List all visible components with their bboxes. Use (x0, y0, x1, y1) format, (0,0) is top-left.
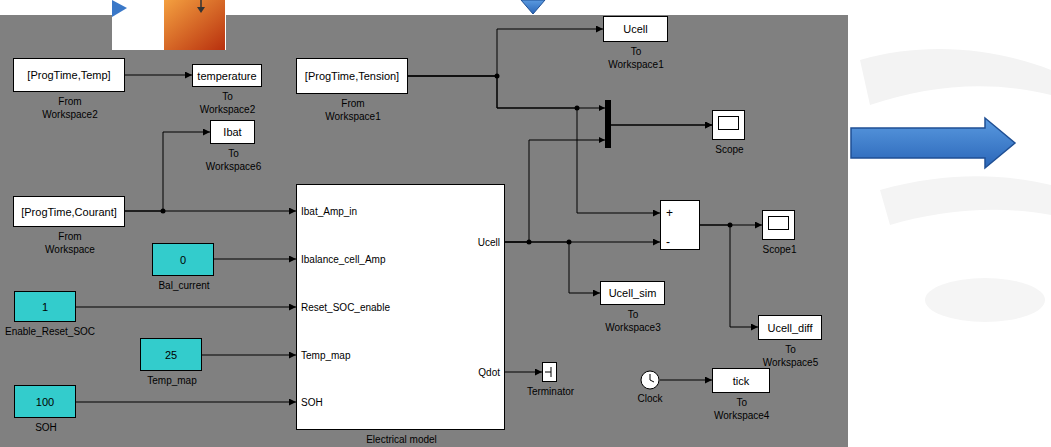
from-workspace-block: [ProgTime,Temp]From Workspace2 (13, 58, 125, 92)
block-label: Terminator (527, 385, 574, 398)
to-workspace-block: temperatureTo Workspace2 (192, 64, 262, 87)
signal-wire (505, 242, 660, 243)
scope-block: Scope (712, 110, 745, 140)
car-watermark (860, 49, 1051, 105)
block-value: 100 (36, 395, 54, 408)
block-label: Electrical model (366, 433, 437, 446)
port-label: Temp_map (301, 349, 350, 362)
signal-wire (76, 402, 296, 403)
signal-wire (505, 242, 600, 293)
scope-screen (718, 116, 739, 130)
from-workspace-block: [ProgTime,Courant]From Workspace (13, 196, 125, 227)
car-watermark (880, 176, 1051, 225)
block-value: Ucell_sim (609, 287, 657, 300)
to-workspace-block: Ucell_diffTo Workspace5 (758, 315, 822, 340)
right-arrow (851, 118, 1015, 168)
orange-icon (164, 0, 225, 50)
constant-block: 100SOH (14, 385, 76, 418)
constant-block: 1Enable_Reset_SOC (14, 291, 76, 322)
signal-wire (660, 380, 712, 381)
signal-wire (76, 307, 296, 308)
block-label: To Workspace3 (602, 308, 664, 334)
block-label: Enable_Reset_SOC (5, 325, 95, 338)
block-label: From Workspace1 (320, 97, 386, 123)
terminator-symbol (543, 363, 556, 381)
block-value: 0 (180, 253, 186, 266)
signal-wire (700, 225, 758, 327)
block-label: Scope1 (763, 243, 797, 256)
block-value: Ibat (223, 126, 241, 139)
subsystem-block: Ibat_Amp_inIbalance_cell_AmpReset_SOC_en… (296, 184, 505, 430)
block-value: [ProgTime,Tension] (305, 70, 399, 83)
signal-wire (125, 75, 192, 76)
block-label: Scope (715, 143, 743, 156)
block-value: [ProgTime,Courant] (21, 205, 117, 218)
car-watermark (925, 278, 1045, 322)
block-label: To Workspace1 (605, 45, 667, 71)
block-label: From Workspace (37, 230, 103, 256)
signal-wire (408, 76, 712, 125)
model-canvas (0, 15, 848, 447)
block-value: 25 (165, 348, 177, 361)
signal-wire (408, 29, 603, 76)
signal-wire (202, 355, 296, 356)
clock-symbol (640, 370, 660, 390)
block-value: Ucell_diff (767, 321, 812, 334)
block-label: Bal_current (158, 279, 209, 292)
signal-wire (214, 259, 296, 260)
sign-label: + (666, 207, 673, 220)
from-workspace-block: [ProgTime,Tension]From Workspace1 (296, 58, 408, 94)
to-workspace-block: Ucell_simTo Workspace3 (600, 281, 665, 305)
to-workspace-block: IbatTo Workspace6 (210, 120, 255, 144)
to-workspace-block: tickTo Workspace4 (712, 368, 770, 393)
block-label: To Workspace2 (194, 90, 261, 116)
clock-block: Clock (640, 370, 660, 390)
block-label: SOH (35, 421, 57, 434)
block-label: To Workspace5 (760, 343, 821, 369)
icon-arrow-head (197, 7, 205, 13)
blue-pointer (112, 0, 127, 17)
down-arrow (521, 0, 545, 14)
signal-wire (125, 211, 296, 212)
port-label: Ibalance_cell_Amp (301, 253, 386, 266)
sum-block: +- (660, 200, 700, 250)
icon-panel (112, 0, 226, 50)
port-label: Ucell (478, 236, 500, 249)
scope-screen (768, 216, 789, 230)
sign-label: - (666, 236, 670, 249)
to-workspace-block: UcellTo Workspace1 (603, 16, 668, 42)
block-label: Clock (638, 392, 663, 405)
signal-wire (505, 372, 542, 373)
scope-block: Scope1 (762, 210, 795, 240)
block-value: tick (733, 374, 750, 387)
block-label: To Workspace4 (714, 396, 769, 422)
block-value: [ProgTime,Temp] (27, 69, 110, 82)
block-value: Ucell (623, 23, 647, 36)
port-label: SOH (301, 396, 323, 409)
signal-wire (125, 132, 210, 211)
terminator-block: Terminator (542, 362, 557, 382)
block-label: Temp_map (147, 374, 196, 387)
constant-block: 0Bal_current (152, 243, 214, 276)
port-label: Reset_SOC_enable (301, 301, 390, 314)
block-value: 1 (42, 300, 48, 313)
block-label: To Workspace6 (206, 147, 261, 173)
constant-block: 25Temp_map (140, 338, 202, 371)
block-label: From Workspace2 (37, 95, 103, 121)
port-label: Ibat_Amp_in (301, 205, 357, 218)
block-value: temperature (197, 69, 256, 82)
port-label: Qdot (478, 366, 500, 379)
